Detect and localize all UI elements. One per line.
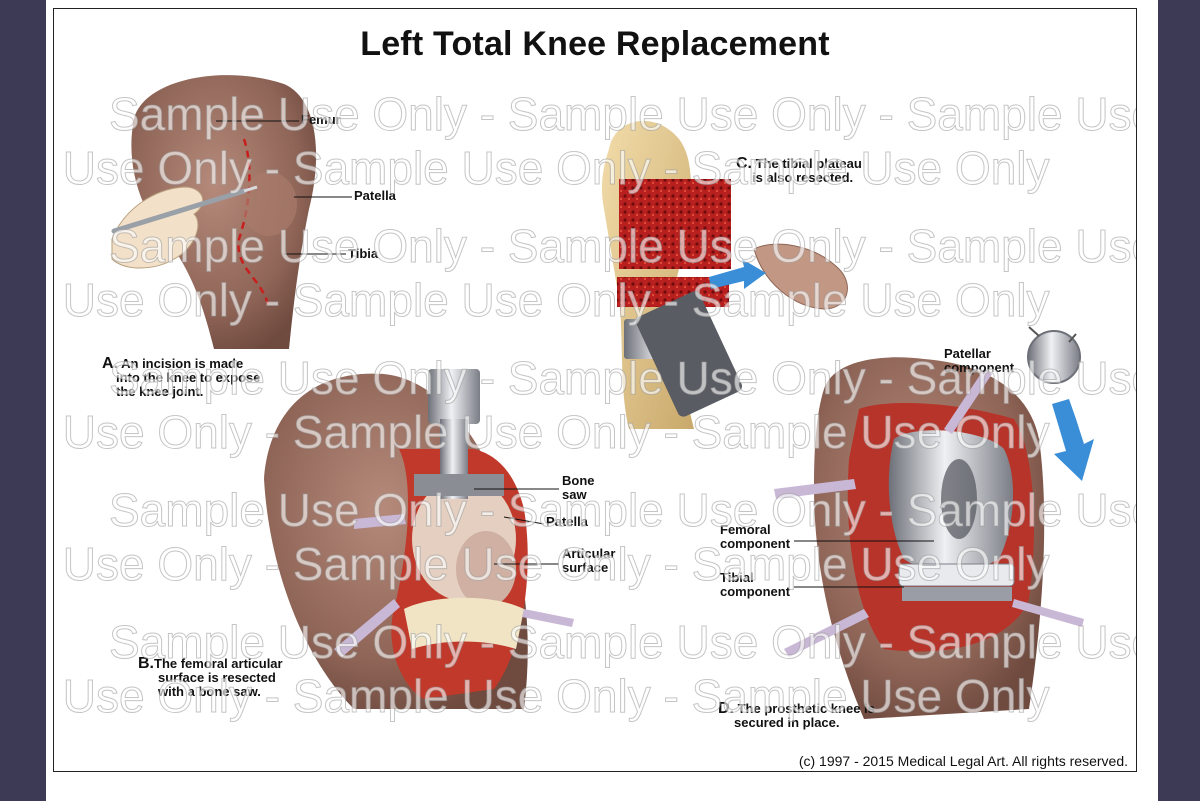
label-patella-a: Patella <box>354 188 396 203</box>
panel-a-knee <box>111 75 352 350</box>
caption-a-letter: A. <box>102 355 118 372</box>
label-tibia: Tibia <box>348 246 379 261</box>
caption-d: D. The prosthetic knee is secured in pla… <box>718 700 875 730</box>
caption-a: A. An incision is made into the knee to … <box>102 355 261 399</box>
label-femur: Femur <box>301 112 341 127</box>
caption-c-line1: The tibial plateau <box>752 156 862 171</box>
illustration-frame: Left Total Knee Replacement Femur Patell… <box>53 8 1137 772</box>
label-bone-saw-line1: Bone <box>562 473 595 488</box>
illustration-art <box>111 75 1094 719</box>
label-patellar-component-line1: Patellar <box>944 346 991 361</box>
label-articular-line1: Articular <box>562 546 616 561</box>
label-articular-line2: surface <box>562 560 609 575</box>
panel-d-prosthesis <box>774 326 1094 719</box>
panel-c-tibial-resection <box>601 120 848 430</box>
caption-d-line2: secured in place. <box>734 715 840 730</box>
caption-b: B.The femoral articular surface is resec… <box>138 655 283 699</box>
copyright-notice: (c) 1997 - 2015 Medical Legal Art. All r… <box>798 753 1128 769</box>
label-patella-b: Patella <box>546 514 588 529</box>
caption-b-line1: The femoral articular <box>154 656 283 671</box>
label-patellar-component-line2: component <box>944 360 1015 375</box>
caption-c: C. The tibial plateau is also resected. <box>736 155 862 185</box>
page-title: Left Total Knee Replacement <box>360 25 830 63</box>
caption-d-line1: The prosthetic knee is <box>734 701 875 716</box>
label-femoral-component-line1: Femoral <box>720 522 771 537</box>
caption-a-line3: the knee joint. <box>116 384 204 399</box>
caption-b-line2: surface is resected <box>158 670 276 685</box>
label-tibial-component-line1: Tibial <box>720 570 754 585</box>
caption-a-line1: An incision is made <box>118 356 244 371</box>
label-tibial-component-line2: component <box>720 584 791 599</box>
panel-b-femoral-resection <box>264 369 574 709</box>
caption-d-letter: D. <box>718 700 734 717</box>
caption-a-line2: into the knee to expose <box>116 370 261 385</box>
caption-c-line2: is also resected. <box>752 170 854 185</box>
caption-c-letter: C. <box>736 155 752 172</box>
caption-b-letter: B. <box>138 655 154 672</box>
caption-b-line3: with a bone saw. <box>158 684 261 699</box>
label-bone-saw-line2: saw <box>562 487 587 502</box>
label-femoral-component-line2: component <box>720 536 791 551</box>
